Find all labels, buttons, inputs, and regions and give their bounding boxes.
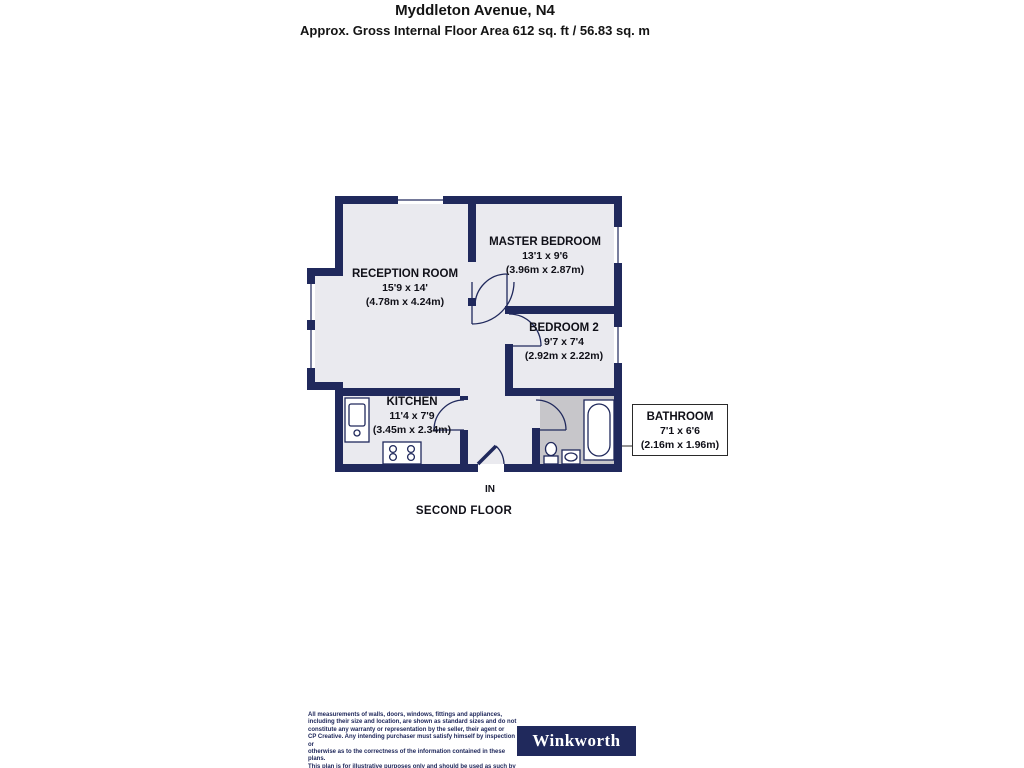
room-dims-ft: 15'9 x 14' — [382, 282, 428, 294]
room-name: KITCHEN — [386, 396, 438, 408]
bathroom-label-box: BATHROOM 7'1 x 6'6 (2.16m x 1.96m) — [632, 404, 728, 456]
reception-room-label: RECEPTION ROOM 15'9 x 14' (4.78m x 4.24m… — [352, 267, 458, 309]
disclaimer-text: All measurements of walls, doors, window… — [308, 712, 518, 768]
room-name: BATHROOM — [646, 411, 714, 423]
room-dims-m: (3.45m x 2.34m) — [372, 424, 452, 436]
door-swings — [433, 273, 567, 466]
room-dims-ft: 13'1 x 9'6 — [522, 250, 568, 262]
disclaimer-line: including their size and location, are s… — [308, 719, 517, 726]
room-dims-m: (2.16m x 1.96m) — [640, 439, 720, 451]
disclaimer-line: otherwise as to the correctness of the i… — [308, 749, 506, 763]
room-dims-ft: 7'1 x 6'6 — [659, 425, 701, 437]
fixtures — [344, 397, 615, 465]
room-dims-m: (4.78m x 4.24m) — [365, 296, 445, 308]
room-dims-m: (3.96m x 2.87m) — [505, 264, 585, 276]
floor-name-label: SECOND FLOOR — [415, 505, 513, 517]
disclaimer-line: All measurements of walls, doors, window… — [308, 712, 503, 718]
disclaimer-line: constitute any warranty or representatio… — [308, 726, 505, 733]
master-bedroom-label: MASTER BEDROOM 13'1 x 9'6 (3.96m x 2.87m… — [489, 235, 601, 277]
basin — [561, 449, 581, 465]
disclaimer-line: CP Creative. Any intending purchaser mus… — [308, 734, 516, 748]
bedroom2-label: BEDROOM 2 9'7 x 7'4 (2.92m x 2.22m) — [525, 321, 603, 363]
room-dims-m: (2.92m x 2.22m) — [524, 350, 604, 362]
page-title: Myddleton Avenue, N4 — [395, 2, 555, 19]
kitchen-sink — [344, 397, 370, 443]
bathtub — [583, 399, 615, 461]
room-name: RECEPTION ROOM — [351, 268, 459, 280]
floor-area-subtitle: Approx. Gross Internal Floor Area 612 sq… — [300, 23, 650, 38]
stove — [382, 441, 422, 465]
header: Myddleton Avenue, N4 Approx. Gross Inter… — [0, 0, 950, 38]
room-dims-ft: 9'7 x 7'4 — [543, 336, 585, 348]
toilet — [543, 441, 559, 465]
kitchen-label: KITCHEN 11'4 x 7'9 (3.45m x 2.34m) — [373, 395, 451, 437]
disclaimer-line: This plan is for illustrative purposes o… — [308, 763, 516, 768]
room-name: BEDROOM 2 — [529, 322, 599, 334]
room-dims-ft: 11'4 x 7'9 — [389, 410, 435, 422]
windows — [307, 196, 622, 368]
room-name: MASTER BEDROOM — [489, 236, 601, 248]
winkworth-logo: Winkworth — [517, 726, 636, 756]
entrance-in-label: IN — [485, 484, 495, 495]
